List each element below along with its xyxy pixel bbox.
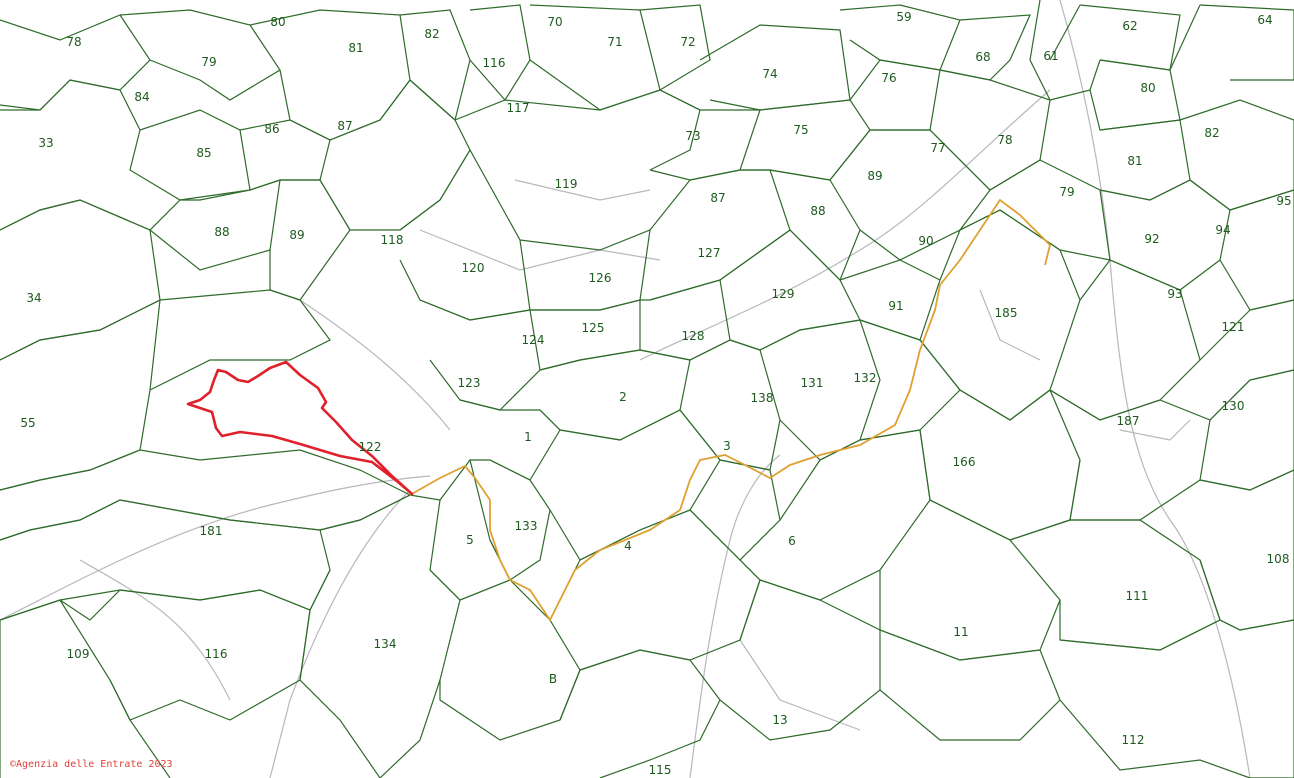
parcel-label: 181 (200, 524, 223, 538)
parcel-label: 130 (1222, 399, 1245, 413)
highlighted-parcel-outline[interactable] (186, 360, 414, 496)
parcel-label: 87 (337, 119, 352, 133)
parcel-label: 138 (751, 391, 774, 405)
parcel-label: 129 (772, 287, 795, 301)
parcel-label: 116 (483, 56, 506, 70)
parcel-label: 86 (264, 122, 279, 136)
parcel-label: 70 (547, 15, 562, 29)
parcel-label: 81 (348, 41, 363, 55)
parcel-label: 79 (201, 55, 216, 69)
parcel-label: 72 (680, 35, 695, 49)
parcel-label: 77 (930, 141, 945, 155)
parcel-label: 90 (918, 234, 933, 248)
parcel-label: 78 (997, 133, 1012, 147)
parcel-label: 117 (507, 101, 530, 115)
parcel-label: 128 (682, 329, 705, 343)
parcel-label: 132 (854, 371, 877, 385)
parcel-label: 61 (1043, 49, 1058, 63)
copyright-text: ©Agenzia delle Entrate 2023 (10, 759, 173, 770)
parcel-label: 82 (424, 27, 439, 41)
parcel-label: 88 (214, 225, 229, 239)
parcel-label: 93 (1167, 287, 1182, 301)
parcel-label: 87 (710, 191, 725, 205)
parcel-label: 85 (196, 146, 211, 160)
parcel-label: 118 (381, 233, 404, 247)
parcel-label: 133 (515, 519, 538, 533)
parcel-label: B (549, 672, 557, 686)
parcel-label: 126 (589, 271, 612, 285)
parcel-label: 112 (1122, 733, 1145, 747)
parcel-label: 73 (685, 129, 700, 143)
parcel-label: 11 (953, 625, 968, 639)
parcel-label: 81 (1127, 154, 1142, 168)
parcel-label: 89 (289, 228, 304, 242)
parcel-label: 80 (1140, 81, 1155, 95)
parcel-label: 2 (619, 390, 627, 404)
parcel-label: 13 (772, 713, 787, 727)
parcel-label: 68 (975, 50, 990, 64)
parcel-label: 64 (1257, 13, 1272, 27)
parcel-label: 131 (801, 376, 824, 390)
parcel-label: 94 (1215, 223, 1230, 237)
parcel-label: 187 (1117, 414, 1140, 428)
parcel-label: 127 (698, 246, 721, 260)
parcel-label: 116 (205, 647, 228, 661)
parcel-label: 91 (888, 299, 903, 313)
parcel-label: 125 (582, 321, 605, 335)
parcel-label: 34 (26, 291, 41, 305)
parcel-label: 75 (793, 123, 808, 137)
parcel-label: 76 (881, 71, 896, 85)
parcel-label: 123 (458, 376, 481, 390)
parcel-label: 79 (1059, 185, 1074, 199)
parcel-label: 33 (38, 136, 53, 150)
parcel-label: 95 (1276, 194, 1291, 208)
parcel-label: 166 (953, 455, 976, 469)
parcel-label: 4 (624, 539, 632, 553)
parcel-label: 111 (1126, 589, 1149, 603)
parcel-label: 82 (1204, 126, 1219, 140)
parcel-label: 80 (270, 15, 285, 29)
parcel-label: 71 (607, 35, 622, 49)
parcel-label: 109 (67, 647, 90, 661)
parcel-label: 134 (374, 637, 397, 651)
parcel-label: 185 (995, 306, 1018, 320)
parcel-label: 121 (1222, 320, 1245, 334)
parcel-label: 84 (134, 90, 149, 104)
parcel-label: 78 (66, 35, 81, 49)
parcel-label: 92 (1144, 232, 1159, 246)
parcel-label: 88 (810, 204, 825, 218)
parcel-label: 119 (555, 177, 578, 191)
parcel-label: 122 (359, 440, 382, 454)
parcel-label: 108 (1267, 552, 1290, 566)
roads-layer (0, 0, 1251, 778)
parcel-label: 5 (466, 533, 474, 547)
parcel-label: 55 (20, 416, 35, 430)
parcel-label: 59 (896, 10, 911, 24)
parcel-label: 115 (649, 763, 672, 777)
orange-route[interactable] (409, 198, 1051, 622)
parcel-label: 6 (788, 534, 796, 548)
parcel-label: 120 (462, 261, 485, 275)
parcel-label: 1 (524, 430, 532, 444)
parcel-label: 89 (867, 169, 882, 183)
parcel-label: 74 (762, 67, 777, 81)
parcel-label: 124 (522, 333, 545, 347)
parcel-label: 3 (723, 439, 731, 453)
parcel-label: 62 (1122, 19, 1137, 33)
